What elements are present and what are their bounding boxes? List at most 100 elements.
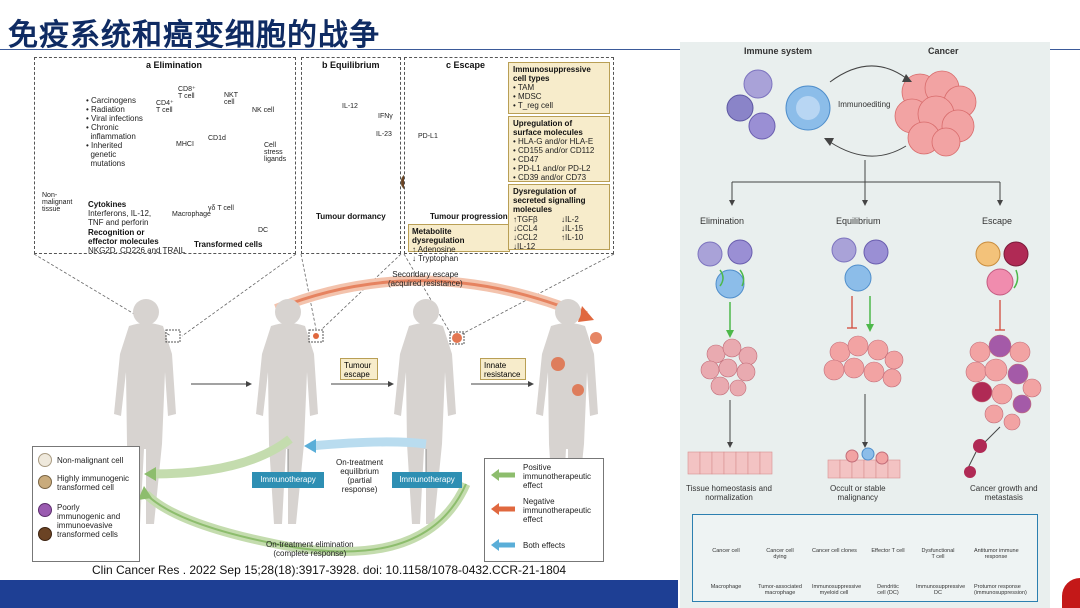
cancer-immunoediting-figure: a Elimination b Equilibrium c Escape • C… bbox=[26, 54, 626, 584]
legend-swatch-immunoevasive bbox=[38, 527, 52, 541]
legend-label-highly-immunogenic: Highly immunogenic transformed cell bbox=[57, 474, 130, 492]
occult-malignancy-label: Occult or stable malignancy bbox=[830, 484, 886, 502]
panel-b-equilibrium bbox=[301, 57, 401, 254]
secondary-escape-label: Secondary escape (acquired resistance) bbox=[388, 270, 463, 288]
surface-item-5: • CD39 and/or CD73 bbox=[513, 173, 587, 182]
ifng-label: IFNγ bbox=[378, 113, 393, 120]
recognition-text: NKG2D, CD226 and TRAIL bbox=[88, 246, 186, 255]
escape-label: Escape bbox=[982, 216, 1013, 226]
secreted-left-4: ↓IL-12 bbox=[513, 242, 536, 251]
carcinogen-item: genetic bbox=[86, 150, 117, 159]
effect-legend-arrows bbox=[491, 469, 515, 551]
immunosuppressive-item-3: • T_reg cell bbox=[513, 101, 554, 110]
cd4-label: CD4⁺ T cell bbox=[156, 100, 174, 114]
cd8-label: CD8⁺ T cell bbox=[178, 86, 196, 100]
body-3 bbox=[394, 299, 456, 524]
panel-c-title: c Escape bbox=[446, 60, 486, 70]
legend-dendritic-cell: Dendritic cell (DC) bbox=[877, 584, 899, 596]
panel-a-title: a Elimination bbox=[146, 60, 203, 70]
gd-tcell-label: γδ T cell bbox=[208, 205, 234, 212]
immunotherapy-button-2[interactable]: Immunotherapy bbox=[392, 472, 462, 488]
legend-cancer-cell: Cancer cell bbox=[712, 548, 740, 554]
surface-item-1: • HLA-G and/or HLA-E bbox=[513, 137, 594, 146]
carcinogen-item: • Radiation bbox=[86, 105, 125, 114]
on-treatment-elimination-label: On-treatment elimination (complete respo… bbox=[266, 540, 354, 558]
cd1d-label: CD1d bbox=[208, 135, 226, 142]
right-figure-art bbox=[687, 65, 1042, 580]
legend-label-non-malignant: Non-malignant cell bbox=[57, 456, 124, 465]
cytokines-title: Cytokines bbox=[88, 200, 127, 209]
recognition-title: Recognition or effector molecules bbox=[88, 228, 159, 246]
panel-a-elimination bbox=[34, 57, 296, 254]
secreted-title: Dysregulation of secreted signalling mol… bbox=[513, 187, 586, 214]
legend-cancer-cell-dying: Cancer cell dying bbox=[766, 548, 794, 560]
carcinogen-item: • Viral infections bbox=[86, 114, 143, 123]
effect-both-label: Both effects bbox=[523, 541, 566, 550]
legend-protumor-response: Protumor response (immunosuppression) bbox=[974, 584, 1027, 596]
on-treatment-equilibrium-label: On-treatment equilibrium (partial respon… bbox=[336, 458, 384, 494]
metabolite-item-1: ↑ Adenosine bbox=[412, 245, 456, 254]
carcinogen-item: • Carcinogens bbox=[86, 96, 136, 105]
legend-swatch-poorly-immunogenic bbox=[38, 503, 52, 517]
bottom-bar bbox=[0, 580, 678, 608]
legend-cancer-cell-clones: Cancer cell clones bbox=[812, 548, 857, 554]
legend-tam: Tumor-associated macrophage bbox=[758, 584, 802, 596]
immunoediting-right-figure: Immune system Cancer Immunoediting Elimi… bbox=[680, 42, 1050, 608]
secreted-left-1: ↑TGFβ bbox=[513, 215, 538, 224]
secreted-left-3: ↓CCL2 bbox=[513, 233, 538, 242]
legend-swatch-non-malignant bbox=[38, 453, 52, 467]
immunosuppressive-cell-types-box: Immunosuppressive cell types • TAM • MDS… bbox=[508, 62, 610, 114]
carcinogen-item: mutations bbox=[86, 159, 126, 168]
surface-item-3: • CD47 bbox=[513, 155, 539, 164]
nkt-label: NKT cell bbox=[224, 92, 238, 106]
cell-stress-label: Cell stress ligands bbox=[264, 142, 287, 163]
carcinogen-item: inflammation bbox=[86, 132, 136, 141]
dc-label: DC bbox=[258, 227, 269, 234]
effect-negative-label: Negative immunotherapeutic effect bbox=[523, 497, 592, 524]
legend-effector-t-cell: Effector T cell bbox=[871, 548, 905, 554]
secreted-left-2: ↓CCL4 bbox=[513, 224, 538, 233]
immunosuppressive-item-2: • MDSC bbox=[513, 92, 542, 101]
tumour-progression-label: Tumour progression bbox=[430, 212, 508, 221]
panel-b-title: b Equilibrium bbox=[322, 60, 380, 70]
secreted-right-3: ↑IL-10 bbox=[561, 233, 584, 242]
slide-title: 免疫系统和癌变细胞的战争 bbox=[8, 18, 380, 53]
immune-system-label: Immune system bbox=[744, 46, 813, 56]
il23-label: IL-23 bbox=[376, 131, 392, 138]
metabolite-item-2: ↓ Tryptophan bbox=[412, 254, 459, 263]
nk-label: NK cell bbox=[252, 107, 275, 114]
il12-label: IL-12 bbox=[342, 103, 358, 110]
macrophage-label: Macrophage bbox=[172, 211, 211, 218]
carcinogen-item: • Chronic bbox=[86, 123, 119, 132]
immunosuppressive-title: Immunosuppressive cell types bbox=[513, 65, 591, 83]
surface-title: Upregulation of surface molecules bbox=[513, 119, 583, 137]
tissue-homeostasis-label: Tissue homeostasis and normalization bbox=[686, 484, 772, 502]
secreted-right-2: ↓IL-15 bbox=[561, 224, 584, 233]
cell-type-legend: Non-malignant cell Highly immunogenic tr… bbox=[32, 446, 140, 562]
citation-text: Clin Cancer Res . 2022 Sep 15;28(18):391… bbox=[92, 563, 567, 577]
elimination-label: Elimination bbox=[700, 216, 745, 226]
legend-label-poorly-immunogenic: Poorly immunogenic and immunoevasive tra… bbox=[57, 503, 121, 539]
metabolite-box: Metabolite dysregulation ↑ Adenosine ↓ T… bbox=[408, 224, 510, 263]
tumour-dormancy-label: Tumour dormancy bbox=[316, 212, 386, 221]
carcinogen-list: • Carcinogens• Radiation• Viral infectio… bbox=[86, 96, 143, 168]
cytokines-text: Interferons, IL-12, TNF and perforin bbox=[88, 209, 152, 227]
corner-accent bbox=[1062, 578, 1080, 608]
immunosuppressive-item-1: • TAM bbox=[513, 83, 535, 92]
legend-antitumor-response: Antitumor immune response bbox=[974, 548, 1019, 560]
transformed-label: Transformed cells bbox=[194, 240, 263, 249]
legend-swatch-highly-immunogenic bbox=[38, 475, 52, 489]
carcinogen-item: • Inherited bbox=[86, 141, 123, 150]
secreted-right-1: ↓IL-2 bbox=[561, 215, 579, 224]
legend-macrophage: Macrophage bbox=[710, 584, 742, 590]
title-divider bbox=[0, 49, 1080, 50]
surface-item-2: • CD155 and/or CD112 bbox=[513, 146, 595, 155]
surface-item-4: • PD-L1 and/or PD-L2 bbox=[513, 164, 591, 173]
pdl1-label: PD-L1 bbox=[418, 133, 438, 140]
mhci-label: MHCI bbox=[176, 141, 194, 148]
cancer-label: Cancer bbox=[928, 46, 959, 56]
legend-immunosuppressive-dc: Immunosuppressive DC bbox=[916, 584, 966, 596]
right-legend bbox=[692, 514, 1038, 602]
immunotherapy-button-1[interactable]: Immunotherapy bbox=[252, 472, 324, 488]
